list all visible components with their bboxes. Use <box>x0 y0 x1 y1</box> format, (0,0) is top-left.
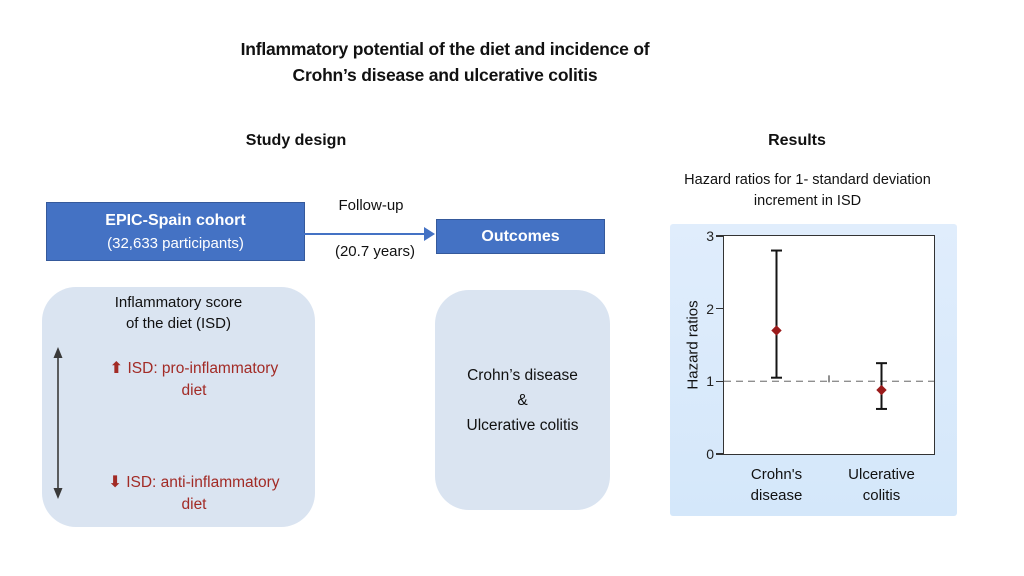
followup-duration: (20.7 years) <box>334 243 416 260</box>
y-tick-mark <box>716 307 724 310</box>
study-design-heading: Study design <box>245 132 347 149</box>
chart-title-line2: increment in ISD <box>753 193 862 209</box>
results-heading: Results <box>768 132 826 149</box>
isd-box-title: Inflammatory score of the diet (ISD) <box>42 292 315 334</box>
isd-title-line2: of the diet (ISD) <box>125 315 232 332</box>
followup-label: Follow-up <box>338 197 404 214</box>
x-category-label: Crohn's disease <box>750 466 803 504</box>
hazard-ratio-marker <box>876 384 887 396</box>
pro-inflammatory-note: ⬆ ISD: pro-inflammatory diet <box>74 357 314 402</box>
outcomes-label: Outcomes <box>481 227 560 245</box>
y-tick-mark <box>716 453 724 455</box>
chart-title: Hazard ratios for 1- standard deviation … <box>650 170 965 212</box>
outcome-line3: Ulcerative colitis <box>466 416 579 434</box>
up-arrow-icon: ⬆ <box>109 358 124 377</box>
anti-note-line2: diet <box>181 496 207 513</box>
followup-arrow-line <box>303 233 425 236</box>
figure-title: Inflammatory potential of the diet and i… <box>145 36 745 88</box>
isd-title-line1: Inflammatory score <box>114 294 243 311</box>
outcomes-detail-box: Crohn’s disease & Ulcerative colitis <box>435 290 610 510</box>
isd-box: Inflammatory score of the diet (ISD) ⬆ I… <box>42 287 315 527</box>
outcomes-detail-text: Crohn’s disease & Ulcerative colitis <box>435 363 610 438</box>
down-arrow-icon: ⬇ <box>108 472 122 491</box>
chart-title-line1: Hazard ratios for 1- standard deviation <box>684 172 931 188</box>
y-tick-label: 2 <box>706 300 714 317</box>
cohort-box: EPIC-Spain cohort (32,633 participants) <box>46 202 305 261</box>
figure-title-line2: Crohn’s disease and ulcerative colitis <box>292 65 598 85</box>
figure-title-line1: Inflammatory potential of the diet and i… <box>240 39 650 59</box>
y-tick-label: 1 <box>706 373 714 390</box>
y-tick-label: 3 <box>706 228 714 244</box>
errorbar-plot-svg <box>724 249 934 410</box>
anti-inflammatory-note: ⬇ ISD: anti-inflammatory diet <box>74 471 314 516</box>
x-category-label: Ulcerative colitis <box>848 466 915 504</box>
hazard-ratio-marker <box>771 325 782 336</box>
cohort-participants: (32,633 participants) <box>107 235 244 252</box>
outcome-line2: & <box>517 391 528 409</box>
isd-range-arrow-icon <box>53 347 63 499</box>
y-tick-mark <box>716 380 724 383</box>
anti-note-line1: ⬇ ISD: anti-inflammatory <box>74 471 314 494</box>
outcomes-box: Outcomes <box>436 219 605 254</box>
y-tick-label: 0 <box>706 446 714 462</box>
anti-note-text: ISD: anti-inflammatory <box>126 474 280 491</box>
cohort-name: EPIC-Spain cohort <box>105 212 246 229</box>
pro-note-line1: ⬆ ISD: pro-inflammatory <box>74 357 314 380</box>
followup-arrow-head-icon <box>424 227 435 241</box>
y-tick-mark <box>716 235 724 237</box>
pro-note-text: ISD: pro-inflammatory <box>127 360 279 377</box>
outcome-line1: Crohn’s disease <box>467 366 578 384</box>
pro-note-line2: diet <box>181 382 207 399</box>
